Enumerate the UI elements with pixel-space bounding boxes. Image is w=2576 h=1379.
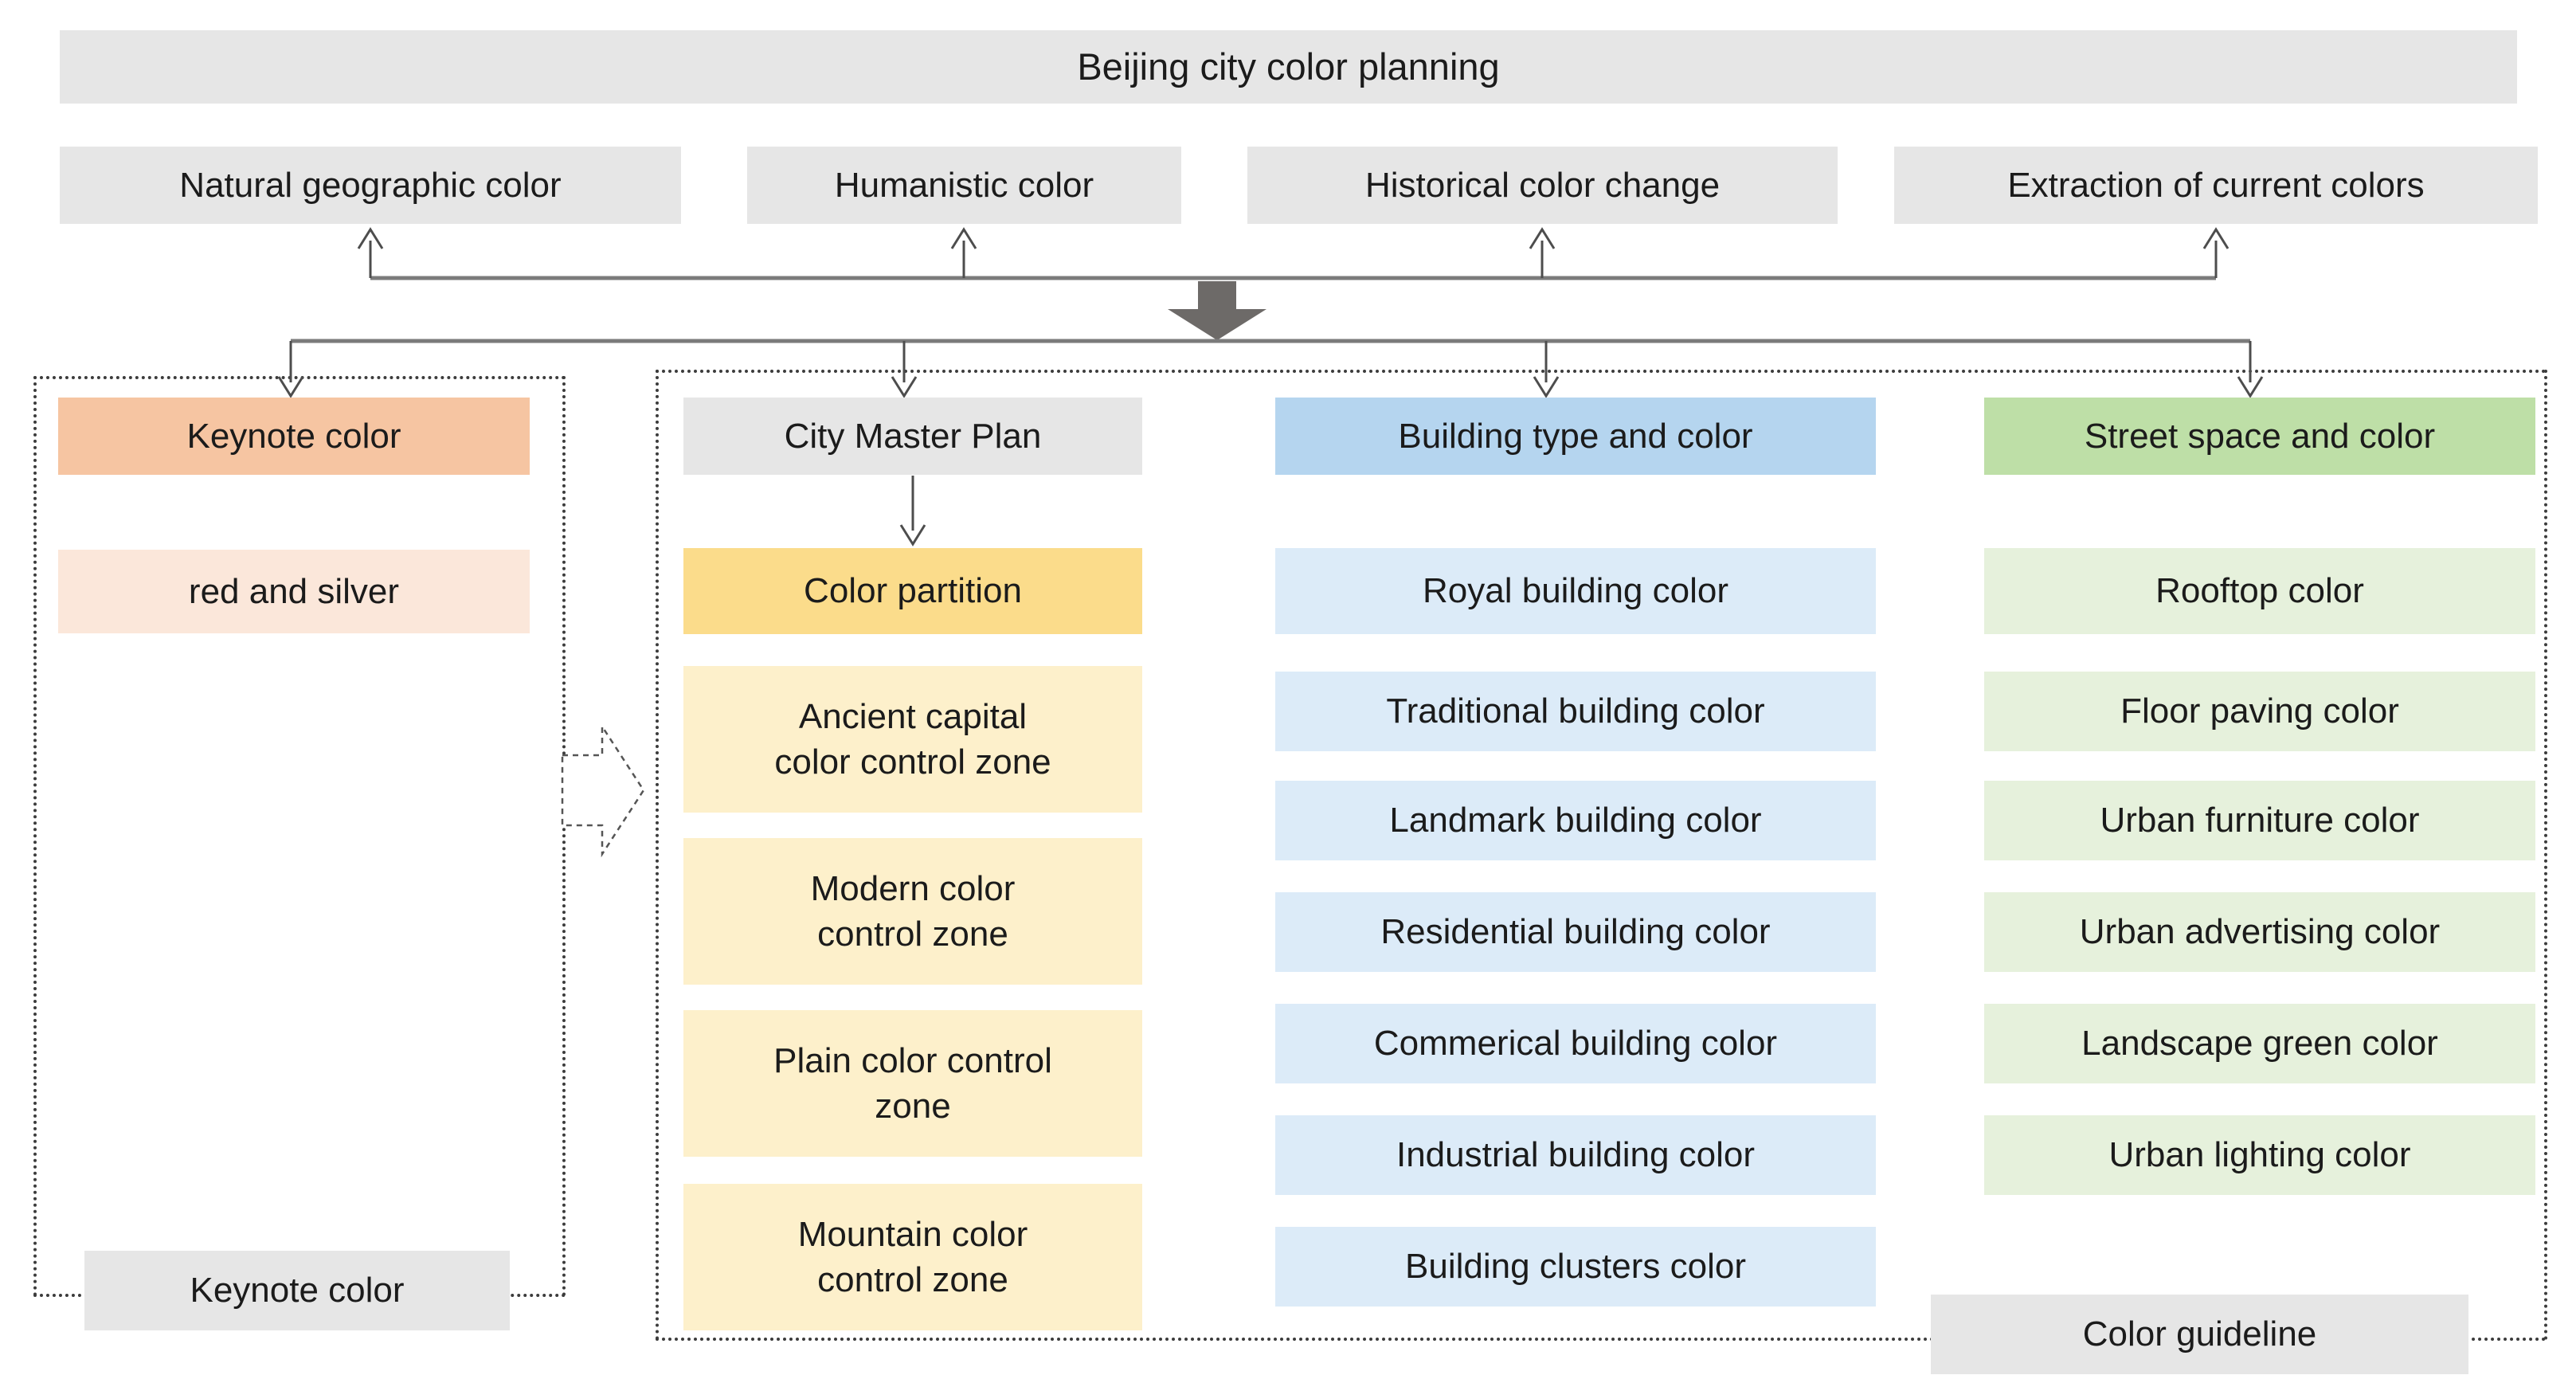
color-partition-box: Color partition <box>683 548 1142 634</box>
row-royal-building-color: Royal building color <box>1275 548 1876 634</box>
page-title: Beijing city color planning <box>60 30 2517 104</box>
box-natural-geographic-color: Natural geographic color <box>60 147 681 224</box>
city-master-plan-box: City Master Plan <box>683 398 1142 475</box>
zone-box-ancient-capital: Ancient capital color control zone <box>683 666 1142 813</box>
red-and-silver-box: red and silver <box>58 550 530 633</box>
zone-box-modern: Modern color control zone <box>683 838 1142 985</box>
row-urban-lighting-color: Urban lighting color <box>1984 1115 2535 1195</box>
row-building-clusters-color: Building clusters color <box>1275 1227 1876 1307</box>
up-arrow-historical <box>1529 227 1556 278</box>
zone-box-plain: Plain color control zone <box>683 1010 1142 1157</box>
row-floor-paving-color: Floor paving color <box>1984 672 2535 751</box>
color-guideline-box: Color guideline <box>1931 1295 2468 1374</box>
box-historical-color-change: Historical color change <box>1247 147 1838 224</box>
row-urban-furniture-color: Urban furniture color <box>1984 781 2535 860</box>
plan-panel-frame <box>656 370 2547 1341</box>
box-humanistic-color: Humanistic color <box>747 147 1181 224</box>
zone-box-mountain: Mountain color control zone <box>683 1184 1142 1330</box>
hollow-right-arrow <box>561 723 645 858</box>
row-landmark-building-color: Landmark building color <box>1275 781 1876 860</box>
keynote-color-footer-box: Keynote color <box>84 1251 510 1330</box>
thick-down-arrow <box>1168 281 1266 340</box>
row-rooftop-color: Rooftop color <box>1984 548 2535 634</box>
row-commerical-building-color: Commerical building color <box>1275 1004 1876 1083</box>
up-arrow-extraction <box>2202 227 2230 278</box>
street-space-header-box: Street space and color <box>1984 398 2535 475</box>
row-urban-advertising-color: Urban advertising color <box>1984 892 2535 972</box>
row-residential-building-color: Residential building color <box>1275 892 1876 972</box>
keynote-color-header-box: Keynote color <box>58 398 530 475</box>
row-traditional-building-color: Traditional building color <box>1275 672 1876 751</box>
row-landscape-green-color: Landscape green color <box>1984 1004 2535 1083</box>
up-arrow-natural-geographic <box>357 227 384 278</box>
row-industrial-building-color: Industrial building color <box>1275 1115 1876 1195</box>
up-arrow-humanistic <box>950 227 977 278</box>
box-extraction-of-current-colors: Extraction of current colors <box>1894 147 2538 224</box>
keynote-panel-frame <box>33 376 566 1297</box>
building-type-header-box: Building type and color <box>1275 398 1876 475</box>
